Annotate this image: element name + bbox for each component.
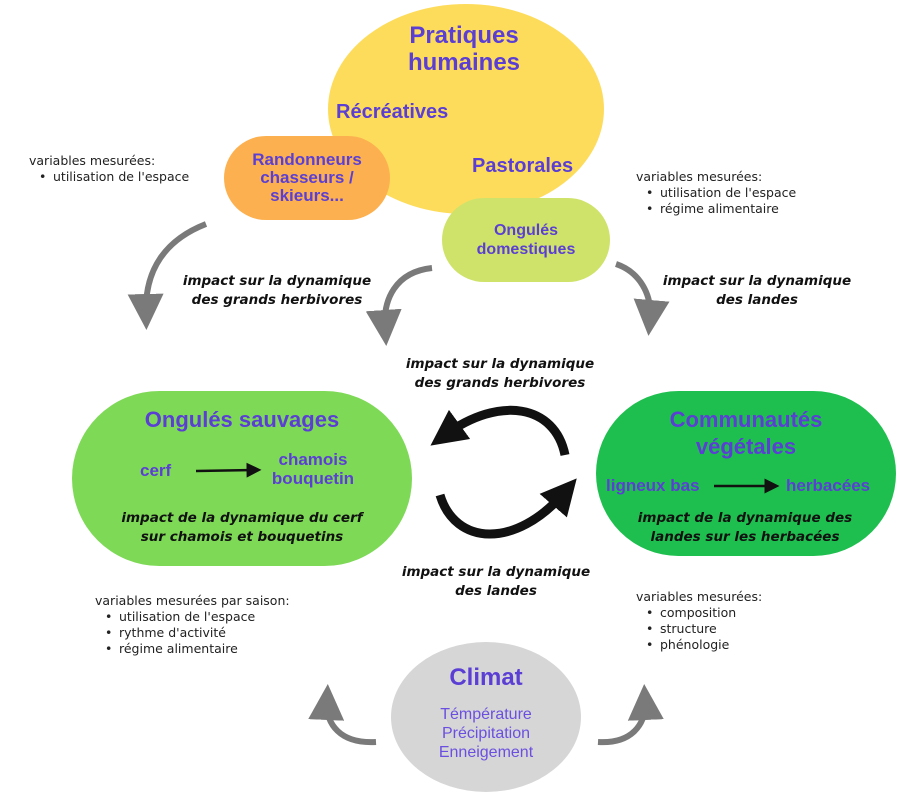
variable-item: phénologie xyxy=(646,637,762,653)
variable-item: composition xyxy=(646,605,762,621)
impact-note-left-top: impact sur la dynamique des grands herbi… xyxy=(182,273,372,308)
variables-bottom-left: variables mesurées par saison: utilisati… xyxy=(95,593,290,657)
variable-item: régime alimentaire xyxy=(105,641,290,657)
arrow-domestiques-to-sauvages xyxy=(365,265,433,346)
randonneurs-label: Randonneurs chasseurs / skieurs... xyxy=(252,150,362,205)
randonneurs-pill xyxy=(224,136,390,220)
climat-item: Enneigement xyxy=(438,744,534,761)
communautes-vegetales-title: Communautés végétales xyxy=(669,407,823,459)
communautes-note: impact de la dynamique des landes sur le… xyxy=(637,510,853,545)
recreatives-label: Récréatives xyxy=(336,101,449,123)
variable-item: utilisation de l'espace xyxy=(39,169,189,185)
arrow-climat-to-sauvages xyxy=(308,684,377,746)
ongules-sauvages-note: impact de la dynamique du cerf sur chamo… xyxy=(121,510,363,545)
ligneux-bas-label: ligneux bas xyxy=(606,476,700,495)
arrow-climat-to-communautes xyxy=(597,684,664,746)
herbacees-label: herbacées xyxy=(786,476,871,495)
ongules-sauvages-title: Ongulés sauvages xyxy=(144,407,340,432)
communautes-vegetales-pill xyxy=(596,391,896,556)
arrow-domestiques-to-communautes xyxy=(614,261,670,336)
chamois-bouquetin-label: chamois bouquetin xyxy=(271,450,355,488)
climat-item: Témpérature xyxy=(440,706,532,723)
variables-bottom-right: variables mesurées: composition structur… xyxy=(636,589,762,653)
impact-note-center-bottom: impact sur la dynamique des landes xyxy=(401,564,591,599)
variable-item: utilisation de l'espace xyxy=(646,185,796,201)
ongules-domestiques-pill xyxy=(442,198,610,282)
impact-note-center-top: impact sur la dynamique des grands herbi… xyxy=(405,356,595,391)
climat-title: Climat xyxy=(449,664,523,691)
cerf-label: cerf xyxy=(140,461,172,480)
arrow-cerf-to-chamois xyxy=(195,462,262,478)
cycle-arrow-top xyxy=(430,405,570,457)
pastorales-label: Pastorales xyxy=(472,155,574,177)
climat-item: Précipitation xyxy=(441,725,531,742)
ongules-domestiques-label: Ongulés domestiques xyxy=(476,222,576,258)
climat-items: Témpérature Précipitation Enneigement xyxy=(391,705,581,762)
cycle-arrow-bottom xyxy=(435,478,577,539)
variables-top-right: variables mesurées: utilisation de l'esp… xyxy=(636,169,796,217)
impact-note-right-top: impact sur la dynamique des landes xyxy=(662,273,852,308)
ongules-sauvages-pill xyxy=(72,391,412,566)
variable-item: régime alimentaire xyxy=(646,201,796,217)
variable-item: utilisation de l'espace xyxy=(105,609,290,625)
variables-top-left: variables mesurées: utilisation de l'esp… xyxy=(29,153,189,185)
arrow-randonneurs-to-sauvages xyxy=(127,221,208,330)
pratiques-humaines-title: Pratiques humaines xyxy=(407,22,521,76)
variable-item: rythme d'activité xyxy=(105,625,290,641)
climat-ellipse xyxy=(391,642,581,792)
variable-item: structure xyxy=(646,621,762,637)
